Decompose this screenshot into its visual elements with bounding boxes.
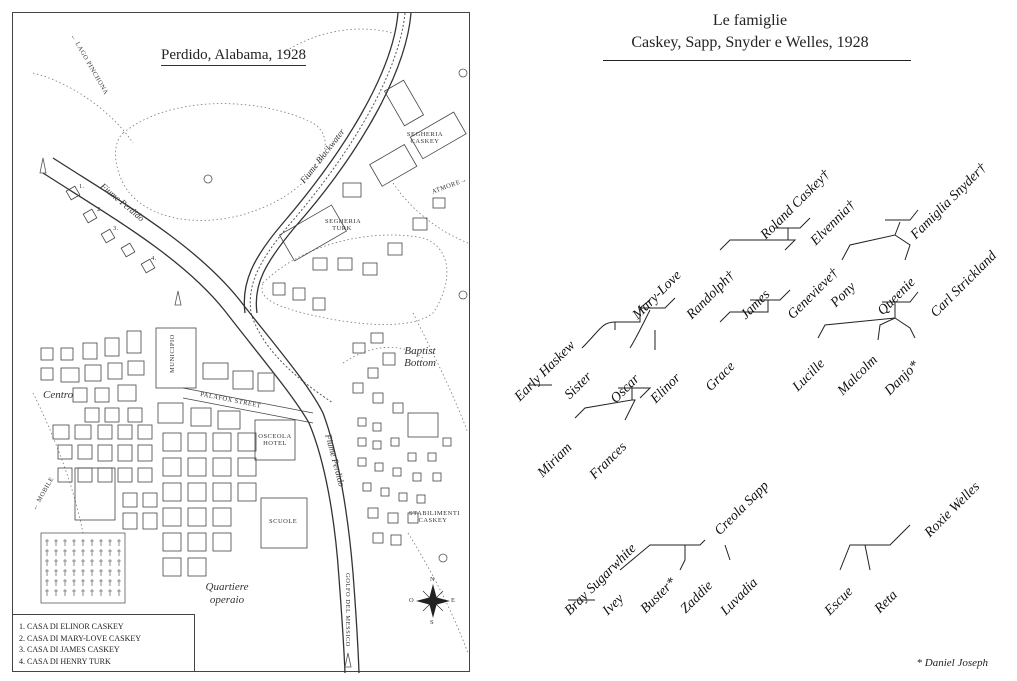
cemetery-cross: [117, 589, 121, 596]
cemetery-cross: [54, 559, 58, 566]
cemetery-cross: [72, 589, 76, 596]
compass-north: N: [430, 576, 436, 583]
label-municipio: MUNICIPIO: [169, 334, 176, 373]
compass-west: O: [409, 597, 415, 604]
tree-connectors: [528, 209, 919, 601]
label-segheria-caskey: SEGHERIA CASKEY: [406, 131, 444, 145]
trees: [39, 68, 468, 668]
cemetery-cross: [45, 579, 49, 586]
cemetery-cross: [45, 539, 49, 546]
cemetery-cross: [90, 569, 94, 576]
label-osceola-hotel: OSCEOLA HOTEL: [258, 433, 292, 447]
cemetery-cross: [81, 589, 85, 596]
cemetery-cross: [63, 569, 67, 576]
label-quartiere-operaio: Quartiere operaio: [205, 581, 249, 606]
cemetery-cross: [108, 559, 112, 566]
cemetery-cross: [81, 549, 85, 556]
railroad: [249, 13, 406, 404]
cemetery-cross: [90, 579, 94, 586]
cemetery-cross: [72, 569, 76, 576]
cemetery-cross: [54, 569, 58, 576]
cemetery-cross: [63, 539, 67, 546]
cemetery-cross: [54, 539, 58, 546]
cemetery-cross: [90, 539, 94, 546]
cemetery-cross: [54, 549, 58, 556]
cemetery-cross: [117, 579, 121, 586]
river-perdido: [42, 157, 360, 673]
cemetery-cross: [108, 579, 112, 586]
cemetery-cross: [90, 549, 94, 556]
compass-south: S: [430, 619, 435, 626]
cemetery-cross: [72, 559, 76, 566]
cemetery-cross: [72, 539, 76, 546]
label-house-1: 1.: [79, 183, 85, 190]
cemetery-cross: [108, 539, 112, 546]
cemetery-cross: [81, 569, 85, 576]
cemetery-cross: [117, 549, 121, 556]
tree-title-rule: [603, 60, 911, 61]
label-stabilimenti-caskey: STABILIMENTI CASKEY: [409, 510, 460, 524]
cemetery-cross: [117, 569, 121, 576]
tree-title-line1: Le famiglie: [712, 12, 788, 29]
footnote: * Daniel Joseph: [916, 657, 988, 669]
cemetery-cross: [63, 559, 67, 566]
label-baptist-bottom: Baptist Bottom: [404, 345, 436, 369]
cemetery-cross: [63, 549, 67, 556]
town-map: Perdido, Alabama, 1928 ← LAGO PINCHONA F…: [12, 12, 470, 673]
cemetery: [40, 532, 126, 604]
cemetery-cross: [108, 549, 112, 556]
cemetery-cross: [99, 559, 103, 566]
compass-rose-drawing: [416, 584, 450, 618]
cemetery-cross: [45, 559, 49, 566]
cemetery-cross: [108, 569, 112, 576]
cemetery-cross: [63, 579, 67, 586]
cemetery-cross: [99, 569, 103, 576]
cemetery-cross: [90, 559, 94, 566]
cemetery-crosses: [45, 539, 121, 596]
map-drawing: [32, 13, 469, 673]
label-golfo-del-messico: GOLFO DEL MESSICO: [344, 573, 351, 647]
label-house-2: 2.: [97, 206, 103, 213]
cemetery-cross: [117, 559, 121, 566]
label-scuole: SCUOLE: [269, 518, 298, 525]
cemetery-cross: [99, 589, 103, 596]
map-legend: 1. CASA DI ELINOR CASKEY 2. CASA DI MARY…: [13, 614, 195, 671]
cemetery-cross: [72, 549, 76, 556]
cemetery-cross: [81, 579, 85, 586]
family-tree: Le famiglie Caskey, Sapp, Snyder e Welle…: [490, 0, 1010, 681]
label-house-4: 4.: [151, 255, 157, 262]
river-blackwater: [243, 13, 412, 314]
cemetery-cross: [63, 589, 67, 596]
label-centro: Centro: [43, 389, 74, 401]
cemetery-cross: [45, 549, 49, 556]
tree-lines: [528, 209, 919, 601]
cemetery-cross: [99, 579, 103, 586]
label-segheria-turk: SEGHERIA TURK: [325, 218, 362, 232]
cemetery-cross: [99, 549, 103, 556]
cemetery-cross: [54, 579, 58, 586]
label-house-3: 3.: [113, 225, 119, 232]
cemetery-cross: [72, 579, 76, 586]
map-title: Perdido, Alabama, 1928: [161, 47, 306, 66]
palafox-street-line: [182, 387, 314, 414]
legend-item: 4. CASA DI HENRY TURK: [19, 656, 111, 666]
cemetery-cross: [45, 589, 49, 596]
tree-title: Le famiglie Caskey, Sapp, Snyder e Welle…: [490, 10, 1010, 54]
cemetery-cross: [81, 559, 85, 566]
cemetery-cross: [108, 589, 112, 596]
buildings: [40, 79, 467, 577]
cemetery-cross: [81, 539, 85, 546]
compass-east: E: [451, 597, 456, 604]
legend-item: 1. CASA DI ELINOR CASKEY: [19, 622, 124, 631]
cemetery-cross: [90, 589, 94, 596]
cemetery-cross: [45, 569, 49, 576]
legend-item: 3. CASA DI JAMES CASKEY: [19, 645, 120, 654]
cemetery-cross: [99, 539, 103, 546]
legend-item: 2. CASA DI MARY-LOVE CASKEY: [19, 633, 142, 643]
tree-title-line2: Caskey, Sapp, Snyder e Welles, 1928: [631, 34, 869, 51]
cemetery-cross: [54, 589, 58, 596]
cemetery-cross: [117, 539, 121, 546]
